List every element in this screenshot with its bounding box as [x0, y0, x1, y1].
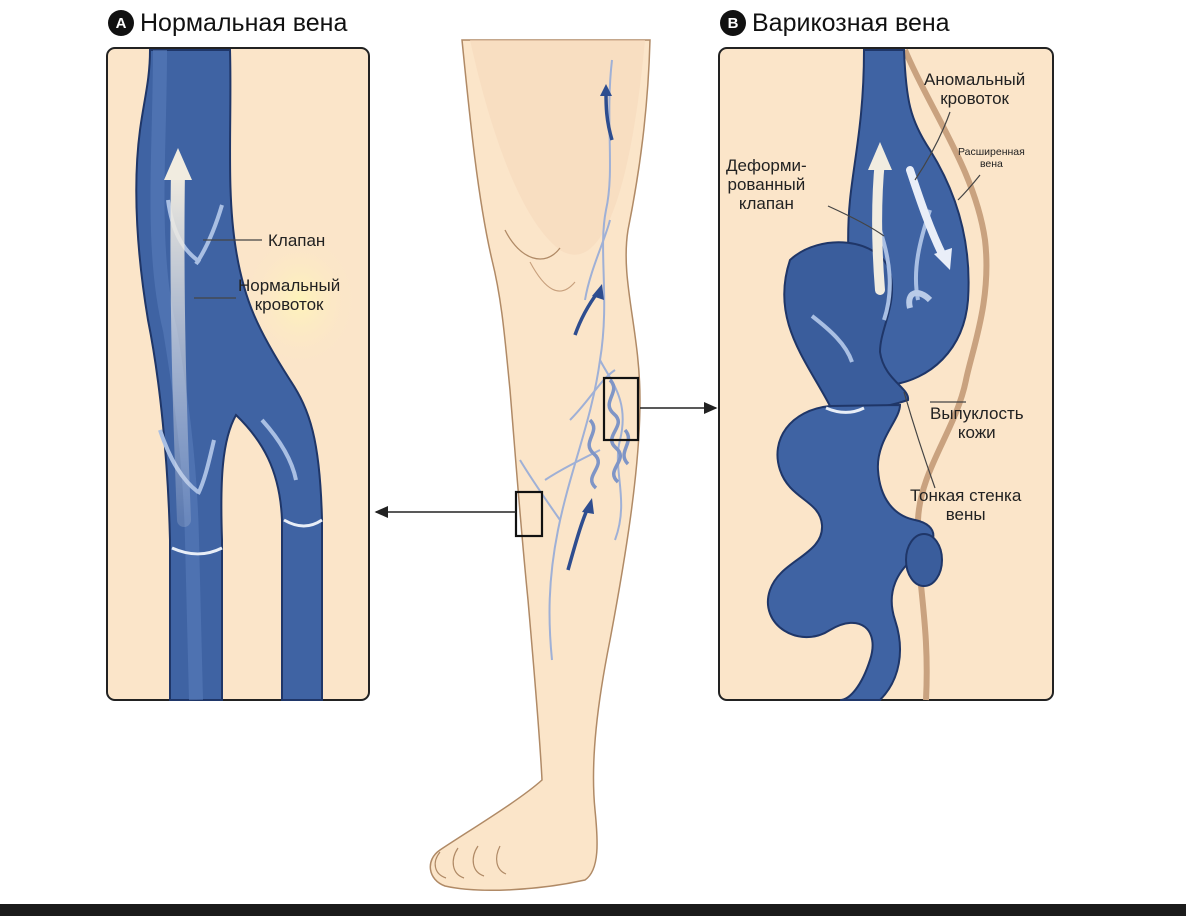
label-thin-wall: Тонкая стенка вены: [910, 486, 1021, 524]
panel-a-title-text: Нормальная вена: [140, 8, 348, 37]
label-normal-flow: Нормальный кровоток: [238, 276, 340, 314]
label-dilated-vein-line1: Расширенная: [958, 146, 1025, 158]
panel-b-badge: B: [720, 10, 746, 36]
label-deformed-valve-line1: Деформи-: [726, 156, 807, 175]
label-dilated-vein: Расширенная вена: [958, 146, 1025, 170]
panel-a-artwork: [106, 47, 370, 701]
leg-illustration: [374, 39, 718, 891]
panel-b-artwork: [718, 47, 1054, 701]
label-thin-wall-line1: Тонкая стенка: [910, 486, 1022, 505]
label-normal-flow-line1: Нормальный: [238, 276, 341, 295]
zoom-box-normal: [514, 490, 544, 538]
label-normal-flow-line2: кровоток: [254, 295, 324, 314]
label-skin-bulge-line2: кожи: [957, 423, 996, 442]
leg-shape: [429, 39, 651, 891]
label-valve-text: Клапан: [268, 231, 326, 250]
label-dilated-vein-line2: вена: [979, 158, 1003, 170]
panel-b-title: B Варикозная вена: [720, 8, 950, 38]
leg-flow-arrows: [566, 84, 614, 571]
label-abnormal-flow-line1: Аномальный: [924, 70, 1026, 89]
label-deformed-valve-line3: клапан: [738, 194, 794, 213]
label-thin-wall-line2: вены: [945, 505, 986, 524]
label-deformed-valve-line2: рованный: [727, 175, 806, 194]
panel-b-title-text: Варикозная вена: [752, 8, 950, 37]
label-valve: Клапан: [268, 231, 325, 250]
label-abnormal-flow: Аномальный кровоток: [924, 70, 1025, 108]
panel-a-badge: A: [108, 10, 134, 36]
label-skin-bulge-line1: Выпуклость: [930, 404, 1024, 423]
bottom-edge-bar: [0, 904, 1186, 916]
varicose-cluster: [587, 378, 631, 490]
label-abnormal-flow-line2: кровоток: [940, 89, 1009, 108]
label-skin-bulge: Выпуклость кожи: [930, 404, 1024, 442]
panel-a-title: A Нормальная вена: [108, 8, 347, 38]
zoom-box-varicose: [602, 376, 640, 442]
label-deformed-valve: Деформи- рованный клапан: [726, 156, 807, 213]
